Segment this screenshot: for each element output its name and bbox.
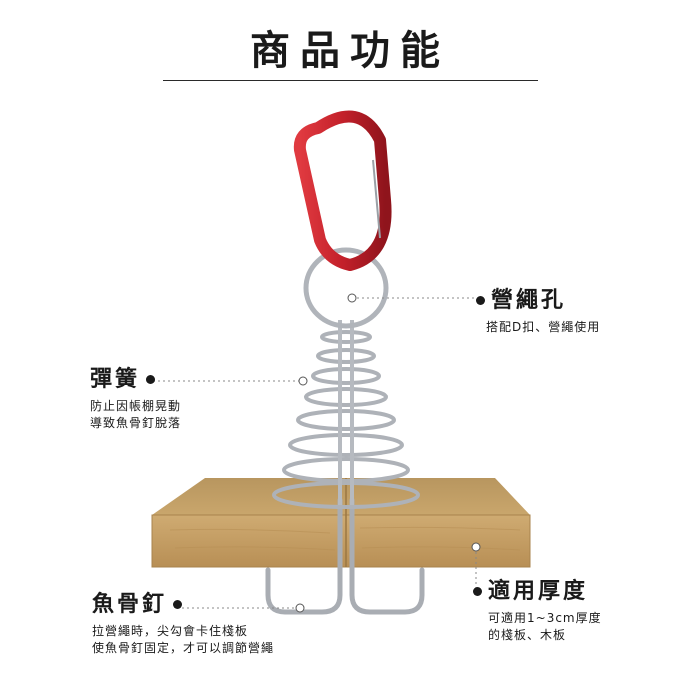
desc-line: 的棧板、木板	[488, 628, 567, 642]
callout-fishbone: 魚骨釘 拉營繩時，尖勾會卡住棧板 使魚骨釘固定，才可以調節營繩	[92, 593, 274, 657]
center-shaft	[338, 320, 354, 505]
callout-title-text: 適用厚度	[488, 578, 589, 604]
callout-title-text: 魚骨釘	[92, 591, 168, 617]
desc-line: 可適用1~3cm厚度	[488, 611, 602, 625]
desc-line: 防止因帳棚晃動	[90, 399, 182, 413]
callout-title-text: 彈簧	[90, 366, 141, 392]
leader-lines	[153, 297, 477, 609]
bullet-dot-icon	[173, 599, 183, 609]
callout-rope-hole-title: 營繩孔	[470, 289, 600, 311]
desc-line: 導致魚骨釘脫落	[90, 416, 182, 430]
callout-thickness-title: 適用厚度	[467, 580, 602, 602]
title-divider	[163, 80, 538, 81]
bullet-dot-icon	[476, 295, 485, 305]
callout-spring-title: 彈簧	[90, 368, 181, 390]
wooden-board	[151, 478, 531, 568]
callout-thickness: 適用厚度 可適用1~3cm厚度 的棧板、木板	[467, 580, 602, 644]
callout-rope-hole-desc: 搭配D扣、營繩使用	[486, 320, 601, 334]
rope-ring	[303, 247, 389, 329]
desc-line: 拉營繩時，尖勾會卡住棧板	[92, 624, 249, 638]
callout-fishbone-desc: 拉營繩時，尖勾會卡住棧板 使魚骨釘固定，才可以調節營繩	[92, 623, 274, 657]
bullet-dot-icon	[473, 586, 482, 596]
callout-title-text: 營繩孔	[491, 287, 567, 313]
callout-rope-hole: 營繩孔 搭配D扣、營繩使用	[470, 289, 600, 336]
callout-thickness-desc: 可適用1~3cm厚度 的棧板、木板	[488, 610, 602, 644]
callout-fishbone-title: 魚骨釘	[92, 593, 274, 615]
carabiner	[293, 110, 392, 271]
bullet-dot-icon	[146, 374, 156, 384]
anchor-dots	[295, 293, 481, 613]
fishbone-hooks	[265, 497, 425, 615]
callout-spring: 彈簧 防止因帳棚晃動 導致魚骨釘脫落	[90, 368, 181, 432]
spring-coil	[272, 330, 420, 509]
page-title: 商品功能	[250, 27, 450, 74]
desc-line: 使魚骨釘固定，才可以調節營繩	[92, 641, 275, 655]
callout-spring-desc: 防止因帳棚晃動 導致魚骨釘脫落	[90, 398, 181, 432]
